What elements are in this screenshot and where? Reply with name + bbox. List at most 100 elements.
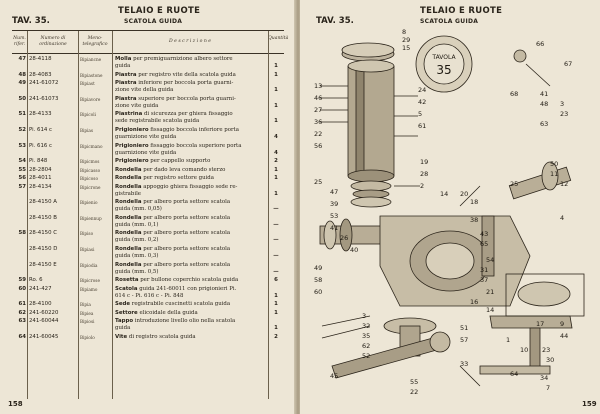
part-name: Rondella	[115, 183, 142, 190]
order-code: Pi. 616 c	[29, 142, 53, 149]
description-text-cont: guida (mm. 0,5)	[115, 268, 159, 275]
part-label: 5	[418, 110, 422, 118]
part-name: Scatola	[115, 285, 138, 292]
order-code: 28-4150 B	[29, 214, 57, 221]
description: Molla per premiguarnizione albero settor…	[115, 56, 265, 70]
description-text: per premiguarnizione albero settore	[133, 56, 233, 62]
part-label: 26	[340, 234, 348, 242]
part-label: 49	[314, 264, 322, 272]
quantity: 1	[274, 309, 278, 316]
part-name: Piastra	[115, 95, 137, 102]
part-label: 64	[510, 370, 518, 378]
order-code: 241-61073	[29, 95, 59, 102]
column-rule	[268, 31, 269, 399]
table-header: Num. rifer. Numero di ordinazione Meno-t…	[12, 31, 288, 54]
part-name: Rondella	[115, 166, 142, 173]
part-label: 3	[362, 312, 366, 320]
ref-number: 48	[18, 71, 26, 78]
description-text-cont: sede registrabile scatola guida	[115, 118, 200, 125]
description-text: superiore per boccola porta guarni-	[138, 95, 236, 102]
part-label: 44	[560, 332, 568, 340]
ref-number: 49	[18, 80, 26, 87]
emblem-number: 35	[436, 63, 451, 77]
order-code: 28-4150 C	[29, 230, 58, 237]
description-text: per albero porta settore scatola	[143, 214, 231, 221]
telegraphic-code: Bipiosi	[80, 319, 95, 325]
part-label: 39	[330, 200, 338, 208]
part-label: 54	[486, 256, 494, 264]
description-text: guida 241-60011 con prigionieri Pi.	[139, 285, 237, 292]
ref-number: 61	[18, 301, 26, 308]
part-label: 29	[402, 36, 410, 44]
part-label: 61	[418, 122, 426, 130]
part-label: 51	[460, 324, 468, 332]
part-label: 58	[314, 276, 322, 284]
part-label: 41	[330, 224, 338, 232]
parts-table: Num. rifer. Numero di ordinazione Meno-t…	[12, 30, 288, 399]
part-label: 15	[402, 44, 410, 52]
description: Settore elicoidale della guida	[115, 310, 265, 317]
page-number: 158	[8, 400, 23, 408]
ref-number: 51	[18, 111, 26, 118]
telegraphic-code: Bipicmos	[80, 159, 100, 165]
part-name: Piastra	[115, 80, 137, 87]
telegraphic-code: Bipicoli	[80, 112, 96, 118]
description-text-cont: gistrabile	[115, 190, 141, 197]
telegraphic-code: Bipiodia	[80, 262, 98, 268]
part-label: 7	[546, 384, 550, 392]
description-text-cont: guarnizione vite guida	[115, 133, 177, 140]
description: Piastra inferiore per boccola porta guar…	[115, 80, 265, 94]
description-text-cont: guida (mm. 0,1)	[115, 221, 159, 228]
telegraphic-code: Bipicasso	[80, 167, 101, 173]
part-label: 30	[546, 356, 554, 364]
telegraphic-code: Bipia	[80, 302, 91, 308]
quantity: 4	[274, 133, 278, 140]
ref-number: 53	[18, 142, 26, 149]
part-name: Rondella	[115, 246, 142, 252]
description: Rondella appoggio ghiera fissaggio sede …	[115, 184, 265, 198]
part-name: Rondella	[115, 261, 142, 268]
part-label: 23	[542, 346, 550, 354]
part-name: Prigioniero	[115, 158, 149, 165]
part-label: 31	[480, 266, 488, 274]
part-label: 43	[480, 230, 488, 238]
description-text: registrabile cuscinetti scatola guida	[131, 301, 231, 308]
quantity: 1	[274, 71, 278, 78]
order-code: 241-60045	[29, 333, 59, 340]
description-text-cont: guida (mm. 0,2)	[115, 237, 159, 244]
telegraphic-code: Bipiso	[80, 231, 94, 237]
description: Rondella per registro settore guida	[115, 175, 265, 182]
order-code: 241-60220	[29, 309, 59, 316]
quantity: 1	[274, 325, 278, 332]
col-desc-header: D e s c r i z i o n e	[169, 39, 211, 44]
quantity: 1	[274, 175, 278, 182]
part-label: 66	[536, 40, 544, 48]
part-label: 18	[470, 198, 478, 206]
ref-number: 59	[18, 277, 26, 284]
part-name: Tappo	[115, 318, 134, 325]
description: Rondella per albero porta settore scatol…	[115, 230, 265, 244]
description-text: per albero porta settore scatola	[143, 261, 231, 268]
left-page: TELAIO E RUOTE TAV. 35. SCATOLA GUIDA Nu…	[0, 0, 296, 414]
page-title: TELAIO E RUOTE	[118, 6, 201, 16]
quantity: 6	[274, 277, 278, 284]
ref-number: 55	[18, 166, 26, 173]
part-label: 25	[510, 180, 518, 188]
description-text-cont: zione vite guida	[115, 102, 159, 109]
quantity: 1	[274, 102, 278, 109]
ref-number: 52	[18, 126, 26, 133]
quantity: 1	[274, 190, 278, 197]
telegraphic-code: Bipiennup	[80, 215, 102, 221]
order-code: 28-4083	[29, 71, 52, 78]
part-name: Rondella	[115, 230, 142, 237]
page-subtitle: SCATOLA GUIDA	[124, 18, 183, 25]
telegraphic-code: Bipiea	[80, 310, 94, 316]
part-label: 24	[418, 86, 426, 94]
ref-number: 57	[18, 183, 26, 190]
telegraphic-code: Bipicrone	[80, 184, 101, 190]
table-number: TAV. 35.	[316, 16, 354, 26]
part-label: 14	[440, 190, 448, 198]
description-text: per albero porta settore scatola	[143, 246, 231, 252]
part-name: Rondella	[115, 199, 142, 206]
